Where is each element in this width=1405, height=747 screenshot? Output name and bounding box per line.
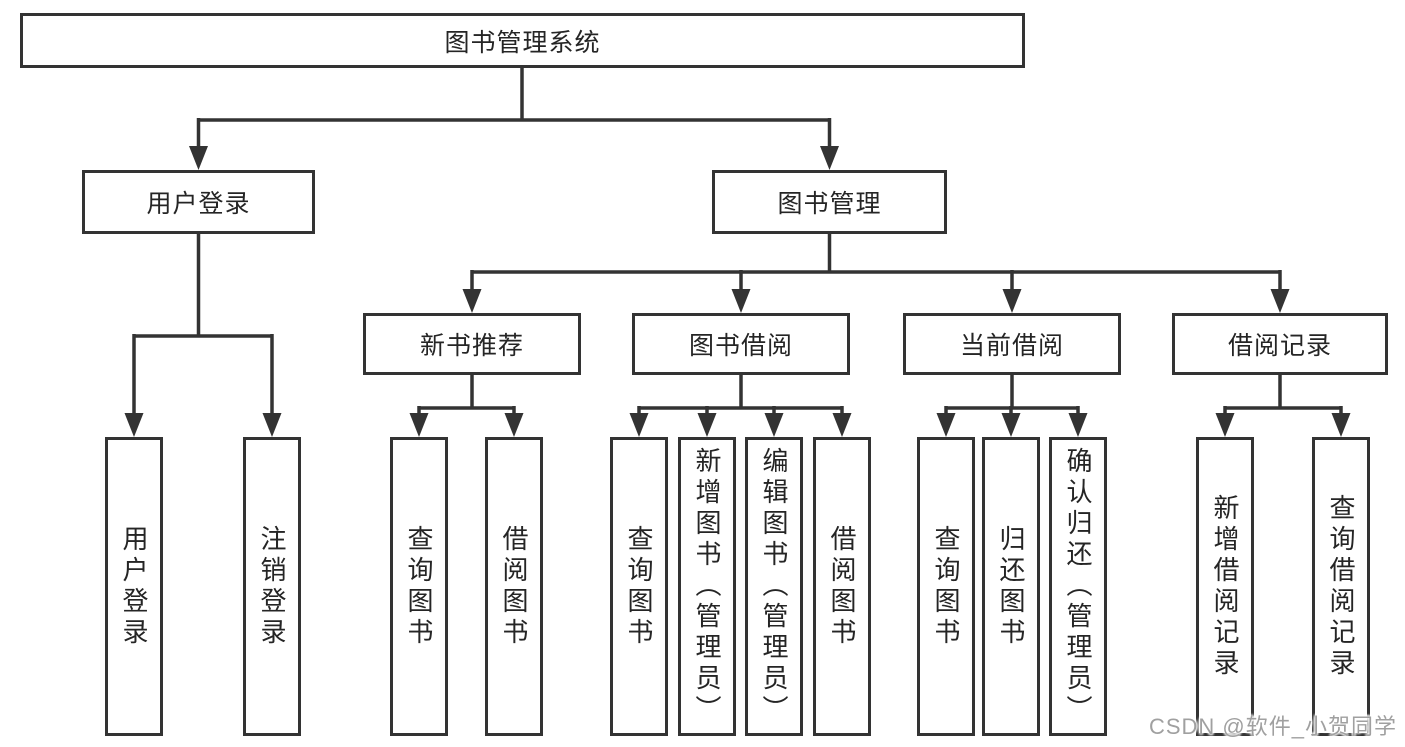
node-label: 用户登录 (119, 524, 149, 649)
node-label: 查询图书 (931, 524, 961, 649)
node-label: 查询图书 (404, 524, 434, 649)
node-label: 借阅记录 (1227, 332, 1332, 360)
node-leaf-borrow-books-borrowing: 借阅图书 (813, 437, 871, 736)
node-label: 确认归还（管理员） (1063, 447, 1093, 726)
watermark: CSDN @软件_小贺同学 (1148, 714, 1397, 739)
node-leaf-add-borrow-record: 新增借阅记录 (1196, 437, 1254, 736)
node-label: 查询借阅记录 (1326, 493, 1356, 680)
node-leaf-return-book: 归还图书 (982, 437, 1040, 736)
node-label: 图书管理系统 (444, 28, 601, 57)
node-user-login: 用户登录 (82, 170, 315, 234)
node-label: 归还图书 (996, 524, 1026, 649)
node-leaf-query-books-recommend: 查询图书 (390, 437, 448, 736)
node-label: 新增图书（管理员） (692, 447, 722, 726)
node-leaf-add-book-admin: 新增图书（管理员） (678, 437, 736, 736)
node-leaf-logout: 注销登录 (243, 437, 301, 736)
node-new-book-recommend: 新书推荐 (363, 313, 581, 375)
node-leaf-borrow-books-recommend: 借阅图书 (485, 437, 543, 736)
node-label: 用户登录 (146, 190, 251, 218)
node-borrowing-records: 借阅记录 (1172, 313, 1388, 375)
node-leaf-query-borrow-record: 查询借阅记录 (1312, 437, 1370, 736)
node-book-borrowing: 图书借阅 (632, 313, 850, 375)
node-label: 查询图书 (624, 524, 654, 649)
node-label: 新增借阅记录 (1210, 493, 1240, 680)
node-leaf-query-books-current: 查询图书 (917, 437, 975, 736)
node-leaf-user-login: 用户登录 (105, 437, 163, 736)
node-label: 借阅图书 (827, 524, 857, 649)
node-label: 图书管理 (777, 190, 882, 218)
node-book-management: 图书管理 (712, 170, 947, 234)
node-leaf-edit-book-admin: 编辑图书（管理员） (745, 437, 803, 736)
node-label: 注销登录 (257, 524, 287, 649)
node-label: 借阅图书 (499, 524, 529, 649)
node-label: 当前借阅 (959, 332, 1064, 360)
node-current-borrowing: 当前借阅 (903, 313, 1121, 375)
node-root-book-management-system: 图书管理系统 (20, 13, 1025, 68)
node-label: 编辑图书（管理员） (759, 447, 789, 726)
node-leaf-query-books-borrowing: 查询图书 (610, 437, 668, 736)
node-label: 新书推荐 (419, 332, 524, 360)
node-label: 图书借阅 (688, 332, 793, 360)
node-leaf-confirm-return-admin: 确认归还（管理员） (1049, 437, 1107, 736)
